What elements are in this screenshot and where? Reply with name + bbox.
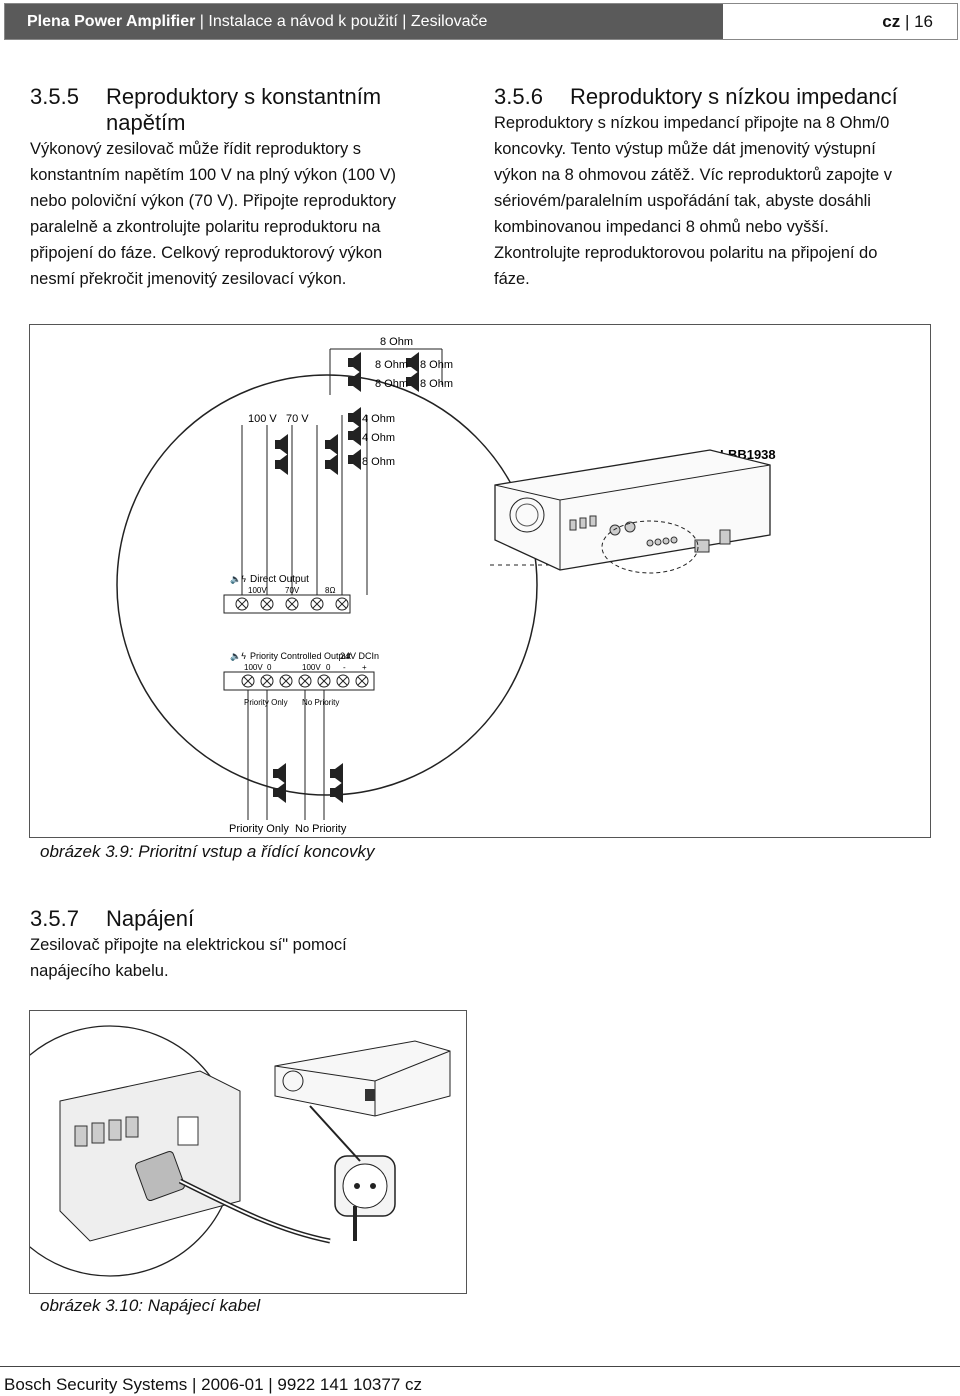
- speaker-icon: [348, 352, 361, 373]
- speaker-icon: [348, 407, 361, 428]
- svg-text:-: -: [343, 663, 346, 672]
- speaker-icon: [273, 763, 286, 784]
- svg-text:0: 0: [326, 663, 331, 672]
- page-header: Plena Power Amplifier | Instalace a návo…: [4, 3, 958, 40]
- label-8ohm-d: 8 Ohm: [420, 378, 453, 390]
- power-plug-icon: [134, 1150, 331, 1244]
- wall-socket-icon: [334, 1155, 396, 1241]
- speaker-icon: [348, 371, 361, 392]
- label-8ohm-c: 8 Ohm: [375, 378, 408, 390]
- section-body: Výkonový zesilovač může řídit reprodukto…: [30, 140, 396, 288]
- label-8ohm-b: 8 Ohm: [420, 359, 453, 371]
- label-70v: 70 V: [286, 413, 309, 425]
- power-cable-illustration: [0, 1025, 451, 1277]
- header-title-bar: Plena Power Amplifier | Instalace a návo…: [5, 4, 723, 39]
- svg-text:70V: 70V: [285, 586, 300, 595]
- figure-3-9-caption: obrázek 3.9: Prioritní vstup a řídící ko…: [40, 842, 375, 861]
- direct-output-icon: 🔈ϟ: [230, 574, 246, 585]
- label-8ohm-top: 8 Ohm: [380, 336, 413, 348]
- terminal-screws: [235, 597, 349, 611]
- figure-3-10: [0, 1010, 467, 1294]
- dc-in-label: 24V DCIn: [340, 651, 379, 661]
- wiring-diagram: 8 Ohm 8 Ohm 8 Ohm 8 Ohm 8 Ohm 100 V 70 V: [116, 336, 776, 835]
- zoomed-panel: [59, 1070, 241, 1242]
- label-8ohm-e: 8 Ohm: [362, 456, 395, 468]
- speaker-icon: [348, 449, 361, 470]
- magnifier-circle: [116, 374, 538, 796]
- figure-3-9: 8 Ohm 8 Ohm 8 Ohm 8 Ohm 8 Ohm 100 V 70 V: [29, 324, 931, 838]
- svg-text:8Ω: 8Ω: [325, 586, 335, 595]
- no-priority-small: No Priority: [302, 698, 339, 707]
- label-4ohm-a: 4 Ohm: [362, 413, 395, 425]
- priority-output-icon: 🔈ϟ: [230, 651, 246, 662]
- label-100v: 100 V: [248, 413, 277, 425]
- direct-output-terminal-block: [223, 594, 351, 614]
- footer-text: Bosch Security Systems | 2006-01 | 9922 …: [4, 1375, 423, 1394]
- svg-text:100V: 100V: [248, 586, 267, 595]
- speaker-icon: [325, 434, 338, 455]
- svg-text:0: 0: [267, 663, 272, 672]
- svg-text:+: +: [362, 663, 367, 672]
- speaker-icon: [325, 454, 338, 475]
- header-product: Plena Power Amplifier: [27, 13, 196, 30]
- priority-terminal-block: [223, 671, 375, 691]
- header-subtitle: Instalace a návod k použití | Zesilovače: [208, 13, 488, 30]
- speaker-icon: [406, 371, 419, 392]
- terminal-screws: [241, 674, 369, 688]
- speaker-icon: [330, 782, 343, 803]
- speaker-icon: [275, 454, 288, 475]
- amplifier-unit: [494, 449, 771, 571]
- priority-only-small: Priority Only: [244, 698, 288, 707]
- speaker-icon: [406, 352, 419, 373]
- section-body: Reproduktory s nízkou impedancí připojte…: [494, 114, 893, 288]
- svg-text:100V: 100V: [244, 663, 263, 672]
- direct-output-label: Direct Output: [250, 574, 309, 585]
- zoom-highlight: [601, 520, 699, 574]
- svg-text:100V: 100V: [302, 663, 321, 672]
- label-8ohm-a: 8 Ohm: [375, 359, 408, 371]
- section-body: Zesilovač připojte na elektrickou síʺ po…: [30, 936, 347, 980]
- header-page-box: cz | 16: [725, 4, 957, 39]
- speaker-icon: [275, 434, 288, 455]
- page-footer: Bosch Security Systems | 2006-01 | 9922 …: [0, 1366, 960, 1394]
- priority-output-label: Priority Controlled Output: [250, 651, 352, 661]
- speaker-icon: [330, 763, 343, 784]
- no-priority-label: No Priority: [295, 823, 347, 835]
- priority-only-label: Priority Only: [229, 823, 289, 835]
- label-4ohm-b: 4 Ohm: [362, 432, 395, 444]
- header-lang: cz: [882, 12, 901, 31]
- speaker-icon: [348, 425, 361, 446]
- figure-3-10-caption: obrázek 3.10: Napájecí kabel: [40, 1296, 261, 1315]
- header-page-number: 16: [914, 12, 933, 31]
- amplifier-back: [274, 1040, 451, 1117]
- speaker-icon: [273, 782, 286, 803]
